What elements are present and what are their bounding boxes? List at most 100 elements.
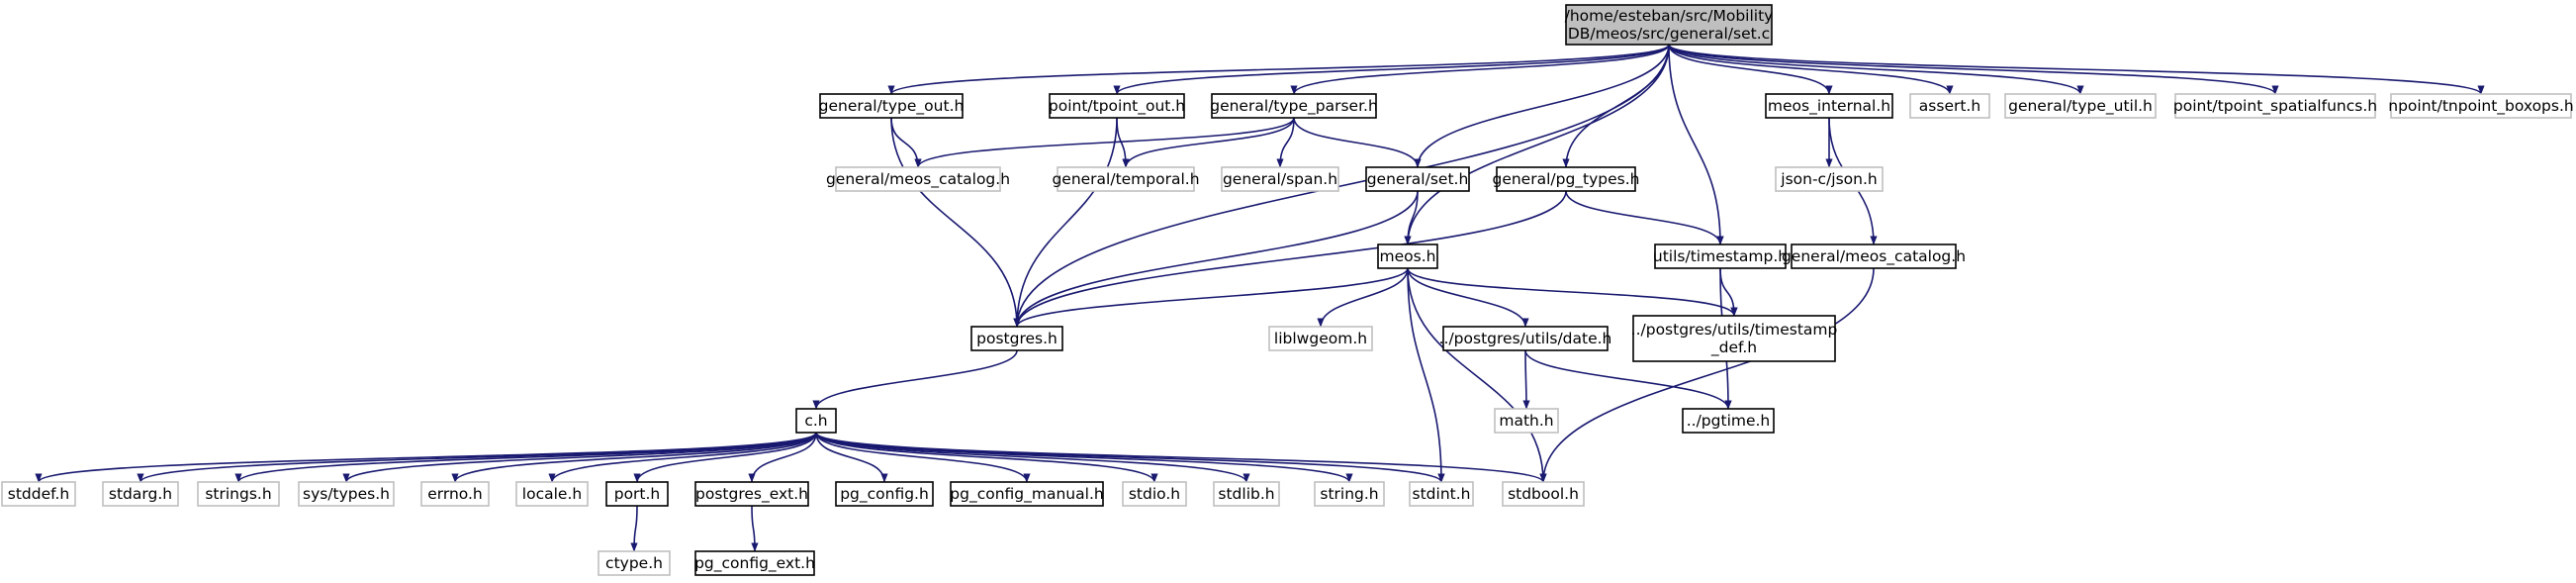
edge-type_parser-to-span [1276, 117, 1295, 168]
edge-meos_h-to-timestamp_def [1407, 267, 1738, 317]
node-string: string.h [1314, 481, 1385, 507]
node-type_out-label-0: general/type_out.h [819, 97, 965, 116]
node-pg_config_manual[interactable]: pg_config_manual.h [950, 481, 1104, 507]
node-postgres_ext-box [694, 481, 809, 507]
node-math-box [1494, 408, 1559, 434]
node-meos_catalog_light: general/meos_catalog.h [826, 166, 1010, 192]
node-date[interactable]: ../postgres/utils/date.h [1439, 326, 1612, 351]
node-date-box [1442, 326, 1609, 351]
nodes-layer: /home/esteban/src/MobilityDB/meos/src/ge… [1, 4, 2574, 576]
node-tnpoint_boxops-label-0: npoint/tnpoint_boxops.h [2388, 97, 2573, 116]
edge-c_h-to-strings [234, 432, 817, 483]
node-json-box [1775, 166, 1884, 192]
node-set_h-label-0: general/set.h [1367, 170, 1469, 188]
node-liblwgeom-box [1268, 326, 1373, 351]
node-type_parser[interactable]: general/type_parser.h [1210, 93, 1378, 119]
edge-type_out-to-postgres [890, 117, 1021, 328]
node-tpoint_spatialfuncs: point/tpoint_spatialfuncs.h [2173, 93, 2377, 119]
node-temporal-box [1057, 166, 1195, 192]
node-tpoint_out-box [1049, 93, 1185, 119]
node-pg_types[interactable]: general/pg_types.h [1492, 166, 1640, 192]
node-assert-label-0: assert.h [1919, 97, 1980, 115]
node-meos_internal[interactable]: meos_internal.h [1765, 93, 1893, 119]
node-timestamp_def[interactable]: ../postgres/utils/timestamp_def.h [1631, 315, 1838, 362]
node-meos_internal-label-0: meos_internal.h [1768, 97, 1890, 116]
node-pgtime-label-0: ../pgtime.h [1687, 412, 1771, 430]
edge-c_h-to-stdarg [137, 432, 817, 483]
node-math: math.h [1494, 408, 1559, 434]
node-postgres-box [970, 326, 1063, 351]
node-stdarg: stdarg.h [102, 481, 179, 507]
edge-c_h-to-stdio [815, 432, 1158, 483]
node-tpoint_out[interactable]: point/tpoint_out.h [1049, 93, 1185, 119]
node-stdint-label-0: stdint.h [1413, 485, 1471, 503]
edge-postgres_ext-to-pg_config_ext [751, 505, 759, 552]
edge-c_h-to-postgres_ext [748, 432, 817, 483]
node-set_h-box [1365, 166, 1470, 192]
node-systypes-label-0: sys/types.h [303, 485, 390, 503]
node-port[interactable]: port.h [605, 481, 669, 507]
node-span-label-0: general/span.h [1223, 170, 1337, 188]
node-root-label-1: DB/meos/src/general/set.c [1568, 25, 1770, 43]
edge-root-to-set_h [1414, 44, 1670, 168]
node-root[interactable]: /home/esteban/src/MobilityDB/meos/src/ge… [1565, 4, 1774, 46]
node-postgres_ext[interactable]: postgres_ext.h [694, 481, 809, 507]
node-c_h[interactable]: c.h [795, 408, 837, 434]
node-meos_h-box [1377, 243, 1438, 269]
node-strings: strings.h [197, 481, 280, 507]
node-root-label-0: /home/esteban/src/Mobility [1565, 7, 1774, 25]
node-pg_config_ext[interactable]: pg_config_ext.h [694, 550, 815, 576]
edge-type_out-to-meos_catalog_light [890, 117, 922, 168]
node-set_h[interactable]: general/set.h [1365, 166, 1470, 192]
node-meos_h[interactable]: meos.h [1377, 243, 1438, 269]
edge-type_parser-to-set_h [1293, 117, 1422, 168]
node-tpoint_spatialfuncs-box [2174, 93, 2376, 119]
node-tnpoint_boxops: npoint/tnpoint_boxops.h [2388, 93, 2574, 119]
node-systypes-box [298, 481, 395, 507]
node-postgres_ext-label-0: postgres_ext.h [695, 485, 808, 504]
node-stdlib-box [1213, 481, 1280, 507]
edge-pg_types-to-timestamp [1565, 190, 1724, 245]
node-temporal: general/temporal.h [1052, 166, 1200, 192]
edge-c_h-to-locale [548, 432, 817, 483]
node-stdbool: stdbool.h [1502, 481, 1585, 507]
node-locale: locale.h [515, 481, 589, 507]
node-stdio-label-0: stdio.h [1129, 485, 1180, 503]
node-date-label-0: ../postgres/utils/date.h [1439, 330, 1612, 347]
node-assert-box [1909, 93, 1990, 119]
node-string-label-0: string.h [1320, 485, 1378, 503]
node-stdio: stdio.h [1122, 481, 1187, 507]
node-stddef-label-0: stddef.h [8, 485, 69, 503]
node-stdbool-box [1502, 481, 1585, 507]
node-stddef: stddef.h [1, 481, 76, 507]
node-ctype-label-0: ctype.h [605, 554, 663, 572]
node-span: general/span.h [1221, 166, 1339, 192]
node-meos_catalog_light-label-0: general/meos_catalog.h [826, 170, 1010, 189]
edge-root-to-tpoint_spatialfuncs [1668, 44, 2279, 95]
node-timestamp_def-label-1: _def.h [1710, 339, 1757, 357]
node-stdbool-label-0: stdbool.h [1508, 485, 1579, 503]
node-tnpoint_boxops-box [2390, 93, 2572, 119]
edge-c_h-to-systypes [342, 432, 817, 483]
node-liblwgeom-label-0: liblwgeom.h [1274, 330, 1367, 347]
node-timestamp[interactable]: utils/timestamp.h [1653, 243, 1788, 269]
node-pgtime[interactable]: ../pgtime.h [1682, 408, 1775, 434]
node-pg_config[interactable]: pg_config.h [835, 481, 934, 507]
node-meos_catalog_dark[interactable]: general/meos_catalog.h [1782, 243, 1966, 269]
node-type_util-box [2004, 93, 2157, 119]
edge-date-to-math [1522, 349, 1530, 410]
edge-c_h-to-string [815, 432, 1353, 483]
edge-meos_h-to-stdint [1407, 267, 1445, 483]
edge-root-to-meos_h [1404, 44, 1670, 245]
edge-c_h-to-stdbool [815, 432, 1547, 483]
node-math-label-0: math.h [1499, 412, 1553, 430]
node-meos_catalog_dark-box [1791, 243, 1957, 269]
edge-set_h-to-meos_h [1404, 190, 1419, 245]
node-type_out[interactable]: general/type_out.h [819, 93, 965, 119]
node-pg_config-label-0: pg_config.h [840, 485, 929, 504]
node-port-label-0: port.h [614, 485, 661, 503]
node-ctype-box [598, 550, 671, 576]
node-pg_config_ext-box [694, 550, 815, 576]
node-postgres[interactable]: postgres.h [970, 326, 1063, 351]
